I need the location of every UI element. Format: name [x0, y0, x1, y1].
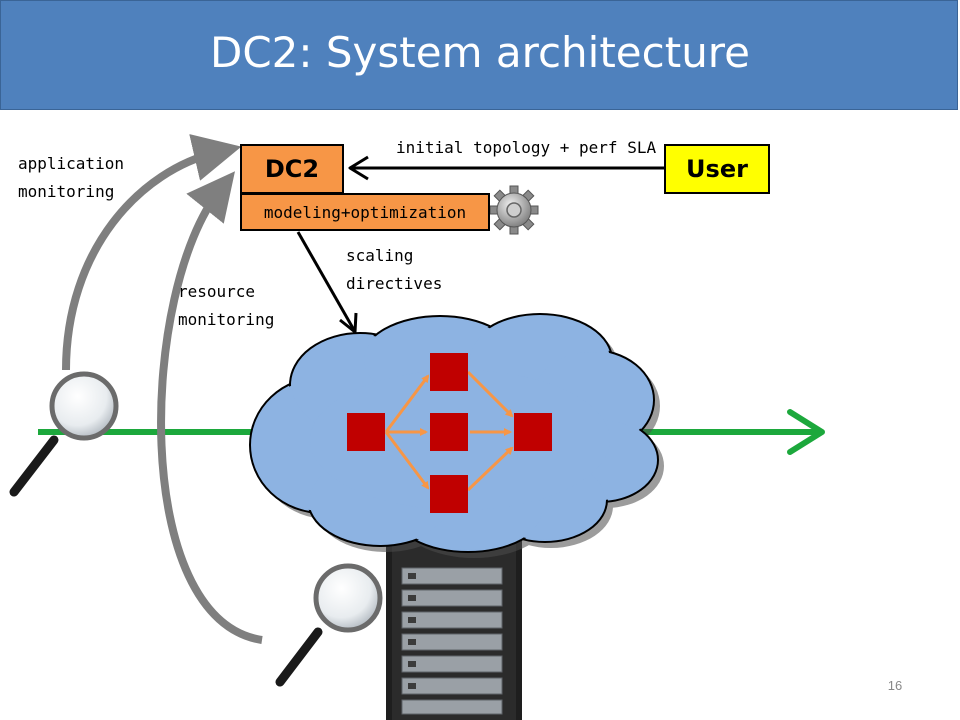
slide-title: DC2: System architecture [210, 28, 750, 77]
task-node-top [430, 353, 468, 391]
res-monitoring-line2: monitoring [178, 310, 275, 329]
task-node-source [347, 413, 385, 451]
task-node-bottom [430, 475, 468, 513]
gear-icon [489, 185, 539, 235]
task-graph-edges [384, 370, 514, 492]
magnifier-icon [275, 563, 383, 687]
scaling-directives-arrow [296, 231, 358, 334]
res-monitoring-line1: resource [178, 282, 256, 301]
application-monitoring-label: application monitoring [18, 150, 124, 206]
scaling-directives-label: scaling directives [346, 242, 442, 298]
app-monitoring-line1: application [18, 154, 124, 173]
task-node-sink [514, 413, 552, 451]
task-node-middle [430, 413, 468, 451]
title-bar [0, 0, 958, 110]
resource-monitoring-arrow [157, 171, 263, 644]
initial-topology-label: initial topology + perf SLA [396, 138, 657, 157]
app-monitoring-line2: monitoring [18, 182, 115, 201]
resource-monitoring-label: resource monitoring [178, 278, 274, 334]
application-monitoring-arrow [62, 134, 242, 371]
scaling-label-line1: scaling [346, 246, 414, 265]
user-box: User [664, 144, 770, 194]
scaling-label-line2: directives [346, 274, 443, 293]
page-number: 16 [887, 678, 903, 693]
user-to-dc2-arrow [348, 155, 664, 181]
magnifier-icon [9, 371, 119, 497]
dc2-box: DC2 [240, 144, 344, 194]
modeling-optimization-box: modeling+optimization [240, 193, 490, 231]
